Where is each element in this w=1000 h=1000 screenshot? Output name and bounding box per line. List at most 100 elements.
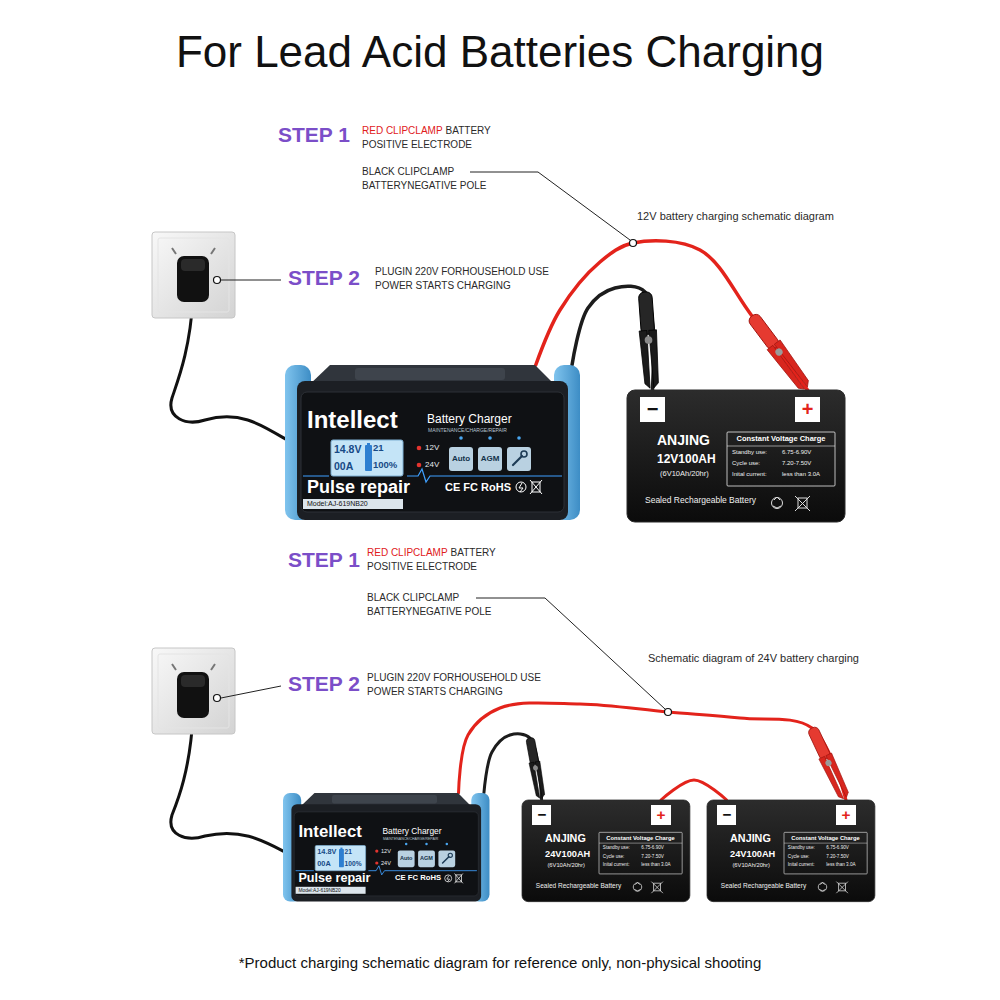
voltage-indicator: 12V (381, 848, 391, 854)
spec-name-wrap: Inital current: (788, 862, 815, 867)
step-number: STEP 1 (278, 123, 350, 146)
power-cord (171, 298, 287, 440)
certification-marks-wrap: CE FC RoHS (445, 481, 511, 494)
voltage-reading: 14.8V (334, 443, 361, 455)
spec-name-wrap: Standby use: (603, 845, 630, 850)
spec-name: Standby use: (788, 845, 815, 850)
diagram-note: Schematic diagram of 24V battery chargin… (648, 652, 859, 664)
label-block: PLUGIN 220V FORHOUSEHOLD USE POWER START… (375, 265, 575, 293)
button-label-wrap: Auto (449, 447, 473, 471)
red-clamp (806, 725, 852, 801)
table-heading: Constant Voltage Charge (599, 835, 682, 842)
charge-percentage: 100% (345, 860, 362, 868)
temperature-reading: 21 (345, 848, 352, 856)
spec-name: Cycle use: (603, 854, 625, 859)
table-heading-wrap: Constant Voltage Charge (784, 835, 867, 842)
spec-value: less than 3.0A (826, 862, 855, 867)
label-block: STEP 2 (288, 265, 360, 290)
mode-button: AGM (418, 850, 435, 867)
voltage-indicator-wrap: 12V (381, 848, 391, 854)
spec-value: 6.75-6.90V (782, 449, 811, 456)
voltage-indicator-wrap: 24V (381, 860, 391, 866)
battery-rating: 24V100AH (545, 849, 590, 860)
product-name: Battery Charger (382, 827, 441, 837)
voltage-indicator-wrap: 24V (425, 460, 439, 469)
table-heading-wrap: Constant Voltage Charge (727, 435, 835, 444)
wire-group (459, 241, 846, 800)
button-label-wrap: Auto (398, 850, 415, 867)
battery-rating-wrap: 24V100AH (545, 849, 590, 860)
leader-line (221, 686, 281, 698)
spec-name-wrap: Cycle use: (603, 854, 625, 859)
brand-name-wrap: ANJING (730, 832, 771, 844)
terminal-symbol-wrap: + (836, 805, 855, 824)
spec-value: less than 3.0A (641, 862, 670, 867)
spec-table: Constant Voltage ChargeStandby use: 6.75-… (784, 832, 867, 874)
spec-value-wrap: 7.20-7.50V (826, 854, 849, 859)
spec-name-wrap: Inital current: (603, 862, 630, 867)
label-block: STEP 1 (288, 547, 360, 572)
spec-value-wrap: less than 3.0A (782, 471, 820, 478)
battery-capacity: (6V10Ah/20hr) (660, 470, 709, 479)
spec-value: 7.20-7.50V (826, 854, 849, 859)
terminal-symbol-wrap: − (717, 805, 736, 824)
battery: Constant Voltage ChargeStandby use: 6.75-… (522, 800, 690, 902)
spec-value: 6.75-6.90V (641, 845, 664, 850)
title-block: For Lead Acid Batteries Charging (0, 26, 1000, 79)
battery-type: Sealed Rechargeable Battery (721, 882, 806, 890)
charger-illustration (283, 793, 490, 902)
button-label-wrap: AGM (478, 447, 502, 471)
leader-dot (630, 240, 637, 247)
spec-value-wrap: 6.75-6.90V (782, 449, 811, 456)
terminal-symbol: − (640, 397, 665, 422)
brand-name-wrap: Intellect (298, 822, 361, 841)
product-subtitle: MAINTENANCE/CHARGE/REPAIR (383, 837, 438, 841)
battery-illustration (522, 800, 690, 902)
label-block: Schematic diagram of 24V battery chargin… (648, 651, 859, 665)
label-block: PLUGIN 220V FORHOUSEHOLD USE POWER START… (367, 671, 567, 699)
instruction-text: RED CLIPCLAMP (367, 547, 448, 558)
current-reading: 00A (334, 460, 353, 472)
current-reading-wrap: 00A (317, 860, 330, 868)
battery: Constant Voltage ChargeStandby use: 6.75-… (627, 390, 845, 522)
red-clamp (746, 311, 813, 393)
spec-value: 6.75-6.90V (826, 845, 849, 850)
battery-rating-wrap: 24V100AH (730, 849, 775, 860)
battery-charger: 14.8V00A21100%AutoAGMIntellectBattery Ch… (285, 365, 580, 520)
temperature-reading-wrap: 21 (373, 443, 384, 454)
label-block: BLACK CLIPCLAMP BATTERYNEGATIVE POLE (362, 165, 527, 193)
terminal-symbol: − (717, 805, 736, 824)
spec-value-wrap: 6.75-6.90V (826, 845, 849, 850)
spec-value-wrap: 6.75-6.90V (641, 845, 664, 850)
spec-name: Inital current: (603, 862, 630, 867)
label-block: 12V battery charging schematic diagram (637, 209, 834, 223)
certification-marks: CE FC RoHS (445, 481, 511, 494)
charger-illustration (285, 365, 580, 520)
diagram-note: 12V battery charging schematic diagram (637, 210, 834, 222)
feature-name-wrap: Pulse repair (307, 477, 410, 498)
temperature-reading: 21 (373, 443, 384, 454)
instruction-text: PLUGIN 220V FORHOUSEHOLD USE POWER START… (375, 266, 549, 291)
spec-table: Constant Voltage ChargeStandby use: 6.75-… (727, 432, 835, 486)
instruction-text: BLACK CLIPCLAMP BATTERYNEGATIVE POLE (367, 592, 491, 617)
caption: *Product charging schematic diagram for … (0, 954, 1000, 972)
lcd-screen: 14.8V00A21100% (331, 440, 403, 476)
temperature-reading-wrap: 21 (345, 848, 352, 856)
certification-marks-wrap: CE FC RoHS (395, 874, 441, 883)
button-label-wrap: AGM (418, 850, 435, 867)
battery-type: Sealed Rechargeable Battery (536, 882, 621, 890)
model-number: Model:AJ-619NB20 (298, 888, 340, 894)
leader-dot (214, 695, 221, 702)
battery-illustration (627, 390, 845, 522)
spec-name: Inital current: (732, 471, 767, 478)
current-reading-wrap: 00A (334, 460, 353, 472)
battery-capacity-wrap: (6V10Ah/20hr) (732, 862, 770, 869)
button-label: AGM (478, 447, 502, 471)
spec-name-wrap: Cycle use: (788, 854, 810, 859)
terminal-symbol-wrap: + (651, 805, 670, 824)
feature-name-wrap: Pulse repair (298, 871, 370, 885)
spec-name-wrap: Standby use: (732, 449, 767, 456)
label-block: STEP 2 (288, 671, 360, 696)
brand-name-wrap: ANJING (657, 432, 710, 448)
